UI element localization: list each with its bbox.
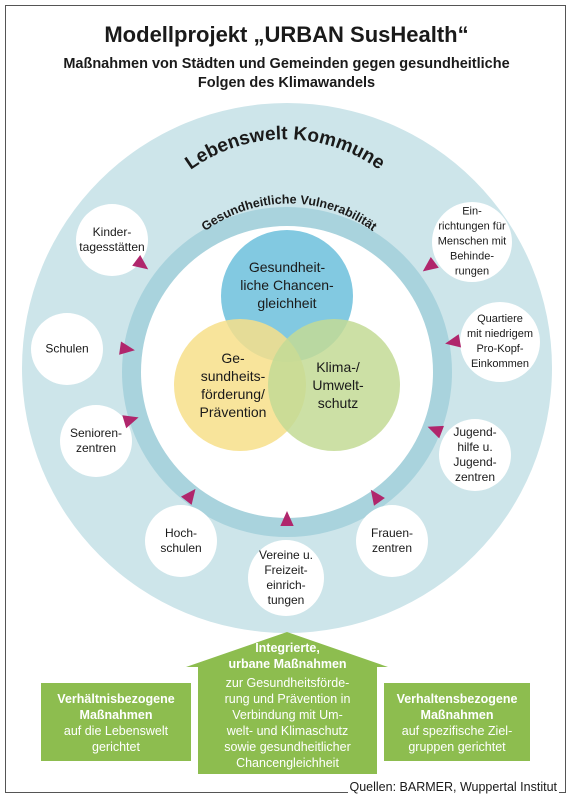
- arrow-clubs-leisure: [280, 511, 294, 526]
- outer-frame: [5, 5, 566, 793]
- arrow-senior-centers: [122, 415, 139, 429]
- arrow-youth-centers: [427, 425, 444, 439]
- setting-label-disability-facilities: Ein- richtungen für Menschen mit Behinde…: [437, 205, 507, 278]
- arrow-universities: [181, 488, 196, 505]
- venn-diagram: [174, 230, 400, 451]
- page-title: Modellprojekt „URBAN SusHealth“: [104, 22, 469, 47]
- center-arrow-box: [186, 632, 388, 774]
- setting-circle-senior-centers: [60, 405, 132, 477]
- setting-label-youth-centers: Jugend- hilfe u. Jugend- zentren: [453, 425, 497, 484]
- setting-label-low-income-quarters: Quartiere mit niedrigem Pro-Kopf- Einkom…: [466, 313, 534, 370]
- venn-circle-right: [268, 319, 400, 451]
- setting-label-kindergarten: Kinder- tagesstätten: [79, 225, 145, 254]
- setting-label-clubs-leisure: Vereine u. Freizeit- einrich- tungen: [258, 548, 314, 607]
- right-box: Verhaltensbezogene Maßnahmen auf spezifi…: [384, 683, 530, 761]
- setting-circle-schools: [31, 313, 103, 385]
- venn-label-right: Klima-/ Umwelt- schutz: [312, 359, 364, 411]
- arrow-women-centers: [370, 489, 385, 506]
- venn-circle-left: [174, 319, 306, 451]
- arrow-schools: [119, 341, 135, 355]
- setting-circle-women-centers: [356, 505, 428, 577]
- setting-circle-universities: [145, 505, 217, 577]
- center-box: Integrierte, urbane Maßnahmen zur Gesund…: [198, 638, 377, 774]
- venn-label-left: Ge- sundheits- förderung/ Prävention: [199, 350, 267, 420]
- center-box-body: zur Gesundheitsförde- rung und Präventio…: [224, 676, 351, 770]
- settings-arrows: [119, 255, 462, 526]
- setting-label-schools: Schulen: [45, 341, 89, 356]
- source-note: Quellen: BARMER, Wuppertal Institut: [347, 780, 559, 794]
- arrow-low-income-quarters: [445, 334, 462, 348]
- setting-circle-low-income-quarters: [460, 302, 540, 382]
- setting-label-senior-centers: Senioren- zentren: [69, 426, 123, 455]
- venn-label-top: Gesundheit- liche Chancen- gleichheit: [240, 259, 334, 311]
- center-box-title: Integrierte, urbane Maßnahmen: [228, 641, 347, 671]
- left-box-body: auf die Lebenswelt gerichtet: [63, 724, 169, 754]
- setting-label-universities: Hoch- schulen: [160, 526, 202, 555]
- setting-circle-youth-centers: [439, 419, 511, 491]
- setting-circle-clubs-leisure: [248, 540, 324, 616]
- right-box-body: auf spezifische Ziel- gruppen gerichtet: [401, 724, 513, 754]
- page-subtitle: Maßnahmen von Städten und Gemeinden gege…: [63, 56, 510, 91]
- setting-label-women-centers: Frauen- zentren: [370, 526, 414, 555]
- setting-circle-disability-facilities: [432, 202, 512, 282]
- arrow-kindergarten: [132, 255, 149, 270]
- left-box-title: Verhältnisbezogene Maßnahmen: [57, 692, 175, 722]
- setting-circle-kindergarten: [76, 204, 148, 276]
- left-box: Verhältnisbezogene Maßnahmen auf die Leb…: [41, 683, 191, 761]
- arrow-disability-facilities: [422, 257, 439, 272]
- settings-circles: [31, 202, 540, 616]
- right-box-title: Verhaltensbezogene Maßnahmen: [396, 692, 518, 722]
